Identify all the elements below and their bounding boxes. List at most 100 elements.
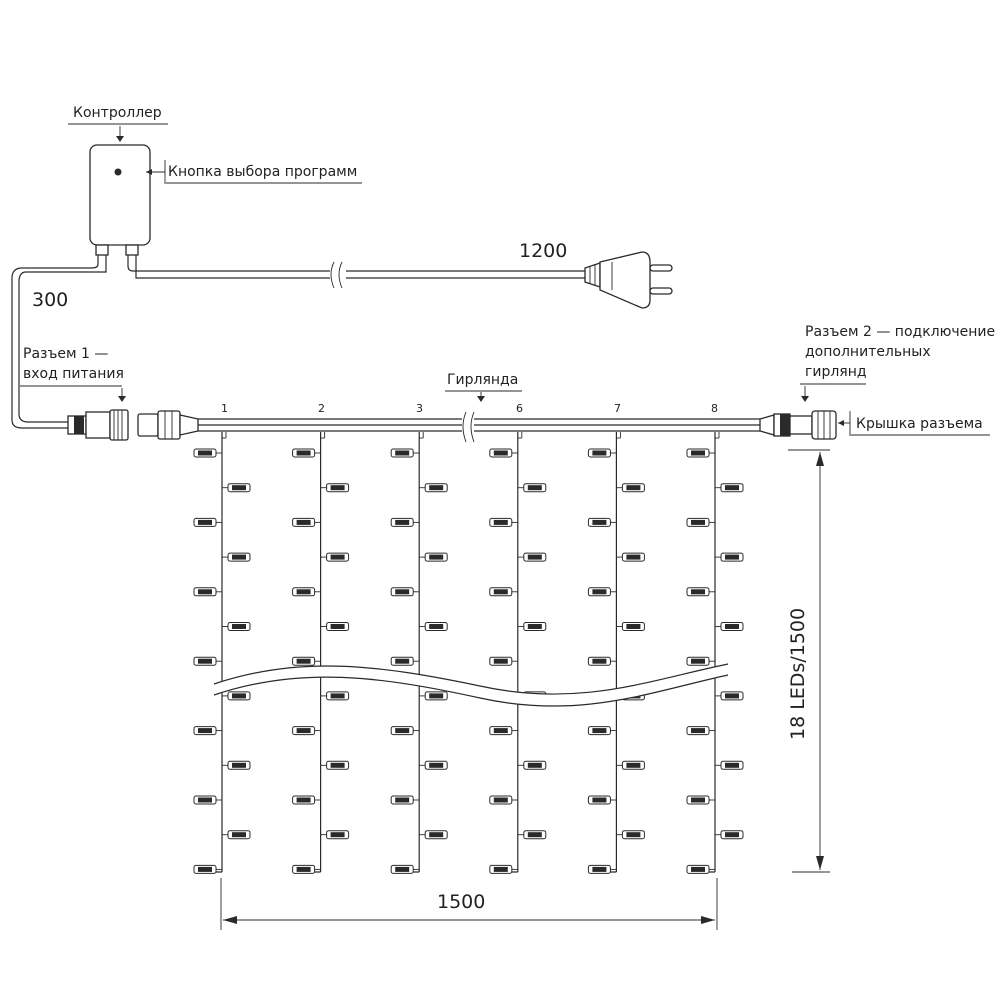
garland-input-connector	[137, 410, 199, 440]
led-lens	[592, 658, 607, 664]
led-lens	[626, 485, 641, 491]
led-lens	[296, 658, 311, 664]
led-lens	[493, 728, 508, 734]
height-dimension-label: 18 LEDs/1500	[787, 608, 809, 740]
cable-300-outer	[11, 255, 99, 429]
led-lens	[527, 554, 542, 560]
led	[587, 656, 617, 666]
plug-pin-top	[649, 264, 673, 272]
led-lens	[429, 762, 444, 768]
wave-line-bottom	[213, 674, 729, 707]
led	[715, 552, 744, 562]
led-lens	[429, 485, 444, 491]
program-button-arrowhead	[146, 169, 152, 175]
led-lens	[691, 450, 705, 456]
led-lens	[330, 554, 345, 560]
height-dimension: 18 LEDs/1500	[787, 449, 830, 873]
garland-label-group: Гирлянда	[445, 372, 522, 402]
plug-pin-bottom	[649, 287, 673, 295]
led-lens	[725, 554, 739, 560]
cable-300-inner	[18, 255, 107, 423]
led	[587, 448, 617, 458]
led	[419, 622, 448, 631]
connector-2: Разъем 2 — подключение дополнительных ги…	[759, 324, 995, 437]
led-lens	[493, 797, 508, 803]
connector-2-label-line2: дополнительных	[805, 344, 931, 360]
led	[489, 726, 518, 736]
led	[489, 864, 518, 874]
led	[222, 552, 251, 562]
power-cable-break-mark-2	[338, 261, 343, 289]
led-lens	[296, 519, 311, 525]
strand-number-7: 7	[614, 402, 621, 415]
led-lens	[198, 866, 212, 872]
led-lens	[527, 485, 542, 491]
led-lens	[626, 624, 641, 629]
garland-arrowhead	[477, 396, 485, 402]
connector-2-boot	[759, 414, 775, 436]
led-lens	[232, 624, 246, 629]
connector-1-label-line2: вход питания	[23, 366, 124, 382]
controller-label: Контроллер	[73, 105, 162, 121]
led	[390, 864, 420, 874]
controller: Контроллер Кнопка выбора программ	[68, 105, 362, 256]
led	[292, 726, 321, 736]
strand-break-wave	[213, 663, 729, 707]
led-lens	[296, 866, 311, 872]
led-strand	[489, 432, 547, 874]
connector-1-body	[85, 411, 111, 439]
led-lens	[493, 519, 508, 525]
led	[587, 726, 617, 736]
led-lens	[429, 832, 444, 838]
led	[616, 622, 645, 631]
strand-number-1: 1	[221, 402, 228, 415]
led	[517, 760, 547, 770]
led-lens	[198, 519, 212, 525]
connector-1-label-line1: Разъем 1 —	[23, 346, 108, 362]
led	[686, 656, 715, 666]
led-strand	[292, 432, 350, 874]
led-lens	[429, 554, 444, 560]
led-lens	[493, 589, 508, 595]
power-plug	[584, 251, 673, 309]
connector-cap-label: Крышка разъема	[856, 416, 983, 432]
garland-bus	[198, 411, 760, 443]
garland-input-boot	[179, 414, 199, 436]
led-lens	[691, 658, 705, 664]
led	[292, 448, 321, 458]
led-lens	[725, 485, 739, 491]
connector-1-sleeve-band	[74, 416, 84, 434]
led	[193, 587, 222, 597]
led	[193, 726, 222, 736]
led-lens	[232, 485, 246, 491]
led-lens	[527, 832, 542, 838]
led	[489, 656, 518, 666]
led-lens	[429, 624, 444, 629]
led-lens	[330, 624, 345, 629]
led	[715, 622, 744, 631]
led	[419, 691, 448, 701]
led-lens	[592, 589, 607, 595]
wave-line-top	[213, 663, 729, 695]
led-lens	[330, 832, 345, 838]
plug-body	[599, 251, 651, 309]
strand-number-6: 6	[516, 402, 523, 415]
led	[390, 726, 420, 736]
cable-length-300: 300	[32, 289, 68, 311]
led-lens	[626, 554, 641, 560]
led	[686, 587, 715, 597]
led-lens	[691, 728, 705, 734]
led	[193, 864, 222, 874]
led	[320, 552, 350, 562]
led-lens	[527, 624, 542, 629]
led-lens	[330, 762, 345, 768]
led-lens	[626, 762, 641, 768]
bus-break-mark-1	[462, 411, 467, 443]
led-lens	[493, 450, 508, 456]
led	[616, 830, 645, 840]
connector-cap: Крышка разъема	[811, 410, 990, 440]
power-cable-lower-wire	[135, 255, 330, 279]
led	[715, 691, 744, 701]
led-lens	[330, 485, 345, 491]
height-dim-arrow-top	[816, 452, 824, 466]
